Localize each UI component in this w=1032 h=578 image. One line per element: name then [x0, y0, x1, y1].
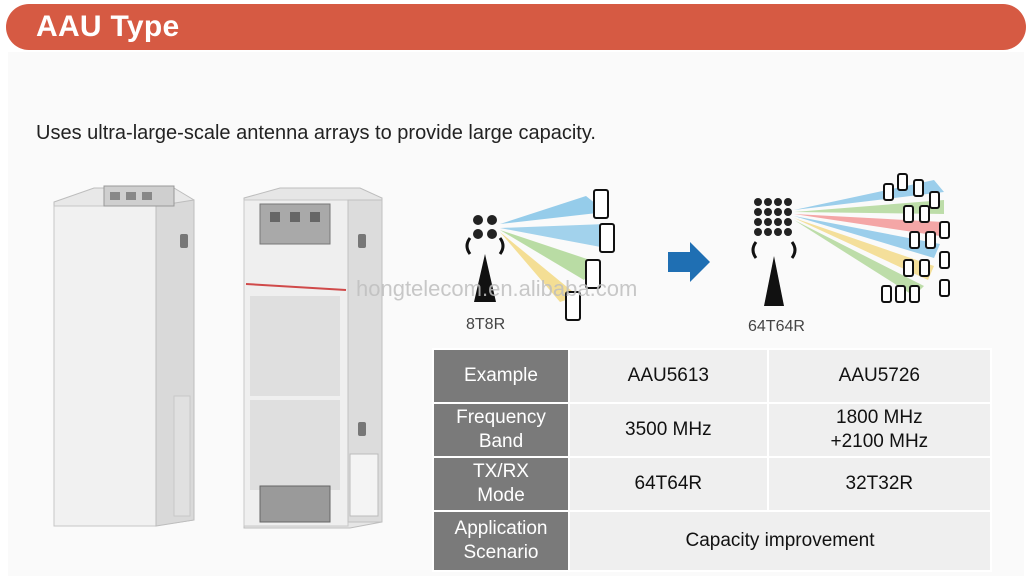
aau-back-image: [243, 187, 383, 529]
row-label-line: TX/RX: [473, 461, 529, 482]
cell-txrx-1: 64T64R: [570, 458, 767, 510]
cell-example-1: AAU5613: [570, 350, 767, 402]
cell-application-merged: Capacity improvement: [570, 512, 990, 570]
cell-frequency-1: 3500 MHz: [570, 404, 767, 456]
aau-front-image: [53, 185, 195, 527]
row-label-txrx: TX/RX Mode: [434, 458, 568, 510]
cell-line: +2100 MHz: [830, 431, 929, 452]
row-label-line: Frequency: [456, 407, 546, 428]
spec-table: Example AAU5613 AAU5726 Frequency Band 3…: [432, 348, 992, 572]
row-label-line: Band: [478, 431, 524, 452]
row-label-line: Mode: [477, 485, 525, 506]
row-label-application: Application Scenario: [434, 512, 568, 570]
cell-example-2: AAU5726: [768, 350, 990, 402]
cell-txrx-2: 32T32R: [768, 458, 990, 510]
label-8t8r: 8T8R: [466, 316, 506, 333]
cell-frequency-2: 1800 MHz +2100 MHz: [768, 404, 990, 456]
label-64t64r: 64T64R: [748, 318, 805, 335]
antenna-8t8r-diagram: [465, 189, 615, 321]
table-row: Frequency Band 3500 MHz 1800 MHz +2100 M…: [434, 404, 990, 456]
watermark-text: hongtelecom.en.alibaba.com: [356, 276, 638, 301]
table-row: Application Scenario Capacity improvemen…: [434, 512, 990, 570]
row-label-line: Scenario: [463, 542, 539, 563]
subtitle-text: Uses ultra-large-scale antenna arrays to…: [36, 122, 596, 144]
arrow-right-icon: [668, 242, 710, 282]
row-label-line: Application: [454, 518, 548, 539]
row-label-example: Example: [434, 350, 568, 402]
antenna-64t64r-diagram: [751, 173, 950, 306]
cell-line: 1800 MHz: [836, 407, 923, 428]
page-title: AAU Type: [36, 10, 180, 43]
table-row: Example AAU5613 AAU5726: [434, 350, 990, 402]
header-bar: AAU Type: [6, 4, 1026, 50]
table-row: TX/RX Mode 64T64R 32T32R: [434, 458, 990, 510]
row-label-frequency: Frequency Band: [434, 404, 568, 456]
